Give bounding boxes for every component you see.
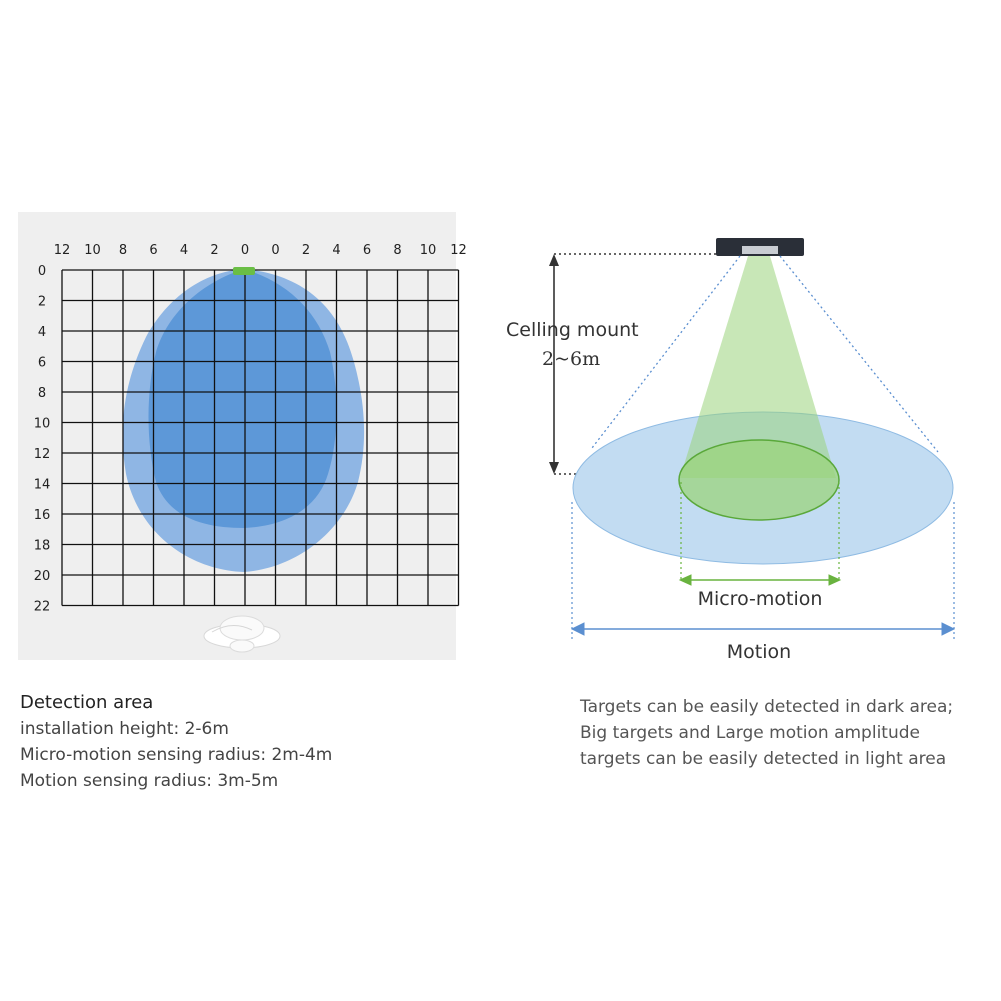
detection-info-title: Detection area: [20, 692, 154, 713]
y-axis-labels: 0 2 4 6 8 10 12 14 16 18 20 22: [34, 264, 51, 615]
sensor-device-icon: [203, 615, 281, 653]
y-tick-label: 8: [38, 386, 46, 401]
y-tick-label: 4: [38, 325, 46, 340]
x-tick-label: 4: [180, 243, 188, 258]
motion-width-arrow: [570, 622, 956, 636]
note-line: Big targets and Large motion amplitude: [580, 723, 920, 743]
height-arrow: [549, 254, 559, 474]
x-tick-label: 12: [450, 243, 467, 258]
micro-motion-width-arrow: [678, 574, 842, 586]
note-line: Targets can be easily detected in dark a…: [580, 697, 954, 717]
detection-info-line: Motion sensing radius: 3m-5m: [20, 771, 279, 791]
y-tick-label: 14: [34, 478, 51, 493]
micro-motion-cone: [680, 256, 836, 478]
sensor-marker: [233, 267, 255, 275]
x-tick-label: 12: [54, 243, 71, 258]
x-tick-label: 6: [149, 243, 157, 258]
x-tick-label: 0: [271, 243, 279, 258]
x-tick-label: 8: [119, 243, 127, 258]
x-tick-label: 6: [363, 243, 371, 258]
micro-motion-area-ellipse: [678, 439, 840, 521]
y-tick-label: 10: [34, 417, 51, 432]
motion-label: Motion: [727, 641, 791, 663]
x-tick-label: 4: [332, 243, 340, 258]
x-tick-label: 10: [84, 243, 101, 258]
x-tick-label: 10: [420, 243, 437, 258]
y-tick-label: 6: [38, 356, 46, 371]
detection-info: Detection area installation height: 2-6m…: [20, 690, 332, 794]
y-tick-label: 20: [34, 569, 51, 584]
mount-label-line2: 2~6m: [542, 348, 600, 370]
ceiling-mount-diagram: Celling mount 2~6m Micro-motion Motion: [506, 238, 956, 663]
y-tick-label: 2: [38, 295, 46, 310]
mount-label-line1: Celling mount: [506, 319, 639, 341]
x-tick-label: 0: [241, 243, 249, 258]
ceiling-sensor-device: [716, 238, 804, 256]
grid-lines: [61, 269, 460, 607]
x-tick-label: 8: [393, 243, 401, 258]
y-tick-label: 0: [38, 264, 46, 279]
detection-notes: Targets can be easily detected in dark a…: [580, 694, 953, 772]
y-tick-label: 16: [34, 508, 51, 523]
x-tick-label: 2: [302, 243, 310, 258]
note-line: targets can be easily detected in light …: [580, 749, 947, 769]
y-tick-label: 22: [34, 600, 51, 615]
x-axis-labels: 12 10 8 6 4 2 0 0 2 4 6 8 10 12: [54, 243, 467, 258]
y-tick-label: 18: [34, 539, 51, 554]
x-tick-label: 2: [210, 243, 218, 258]
micro-motion-label: Micro-motion: [698, 588, 823, 610]
detection-info-line: Micro-motion sensing radius: 2m-4m: [20, 745, 333, 765]
micro-motion-detection-zone: [148, 269, 337, 528]
detection-info-line: installation height: 2-6m: [20, 719, 229, 739]
y-tick-label: 12: [34, 447, 51, 462]
